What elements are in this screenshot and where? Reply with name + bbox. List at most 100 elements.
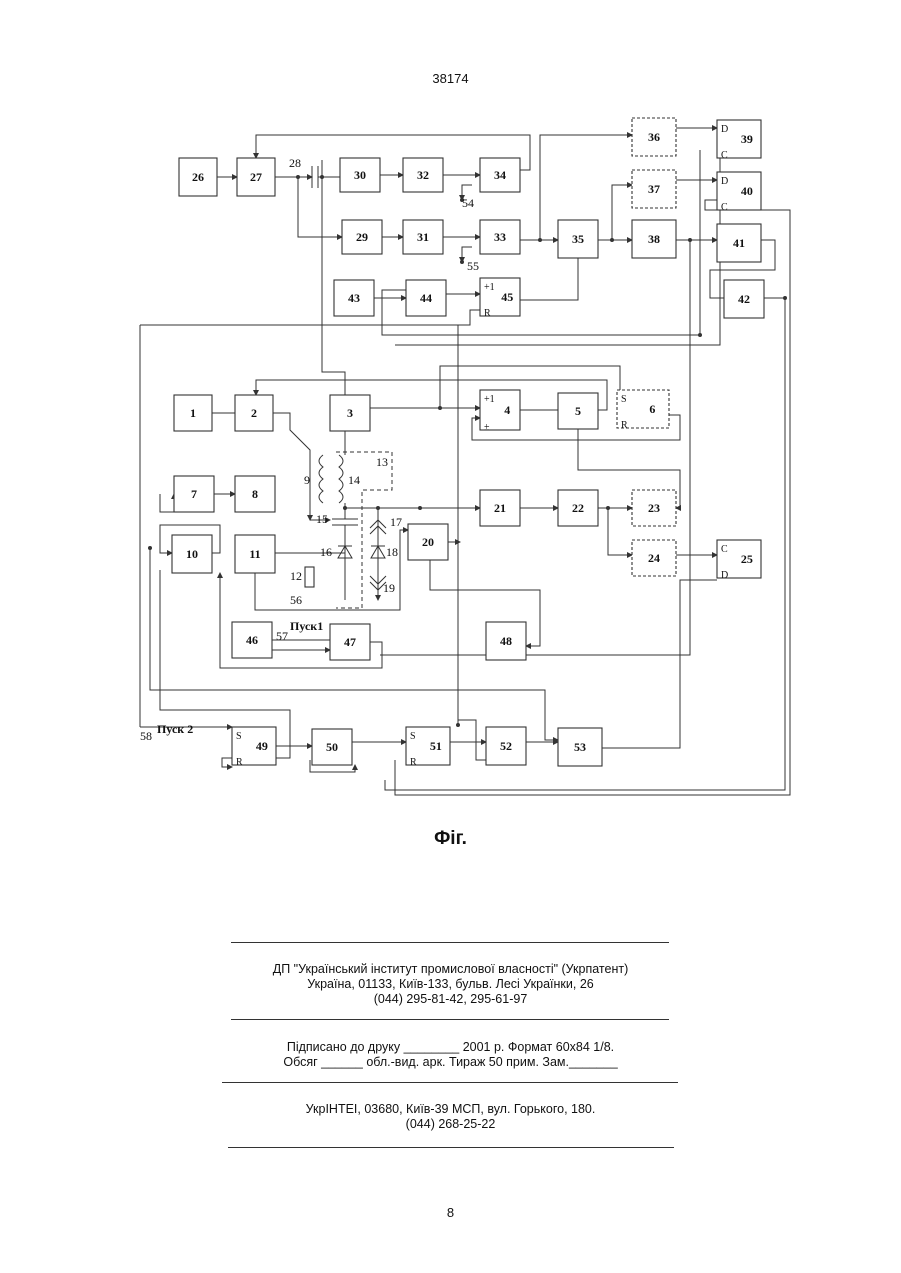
diagram-blocks bbox=[172, 118, 764, 766]
wire-20 bbox=[520, 258, 578, 300]
node-label-58: 58 bbox=[140, 729, 152, 743]
junction-5 bbox=[438, 406, 442, 410]
block-label-43: 43 bbox=[348, 291, 360, 305]
block-diagram: 26273032343639DC3740DC293133353841434445… bbox=[0, 0, 901, 820]
block-25-pin-0: C bbox=[721, 544, 728, 555]
node-label-18: 18 bbox=[386, 545, 398, 559]
block-label-26: 26 bbox=[192, 170, 204, 184]
publisher-line-1: ДП "Український інститут промислової вла… bbox=[0, 962, 901, 977]
block-label-30: 30 bbox=[354, 168, 366, 182]
block-6-pin-0: S bbox=[621, 394, 627, 405]
block-label-32: 32 bbox=[417, 168, 429, 182]
block-label-22: 22 bbox=[572, 501, 584, 515]
block-label-24: 24 bbox=[648, 551, 660, 565]
block-49-pin-0: S bbox=[236, 731, 242, 742]
footer-rule-3 bbox=[222, 1082, 678, 1083]
print-line-2: Обсяг ______ обл.-вид. арк. Тираж 50 при… bbox=[0, 1055, 901, 1070]
block-40-pin-0: D bbox=[721, 176, 728, 187]
block-label-8: 8 bbox=[252, 487, 258, 501]
junction-8 bbox=[418, 506, 422, 510]
launch2-label: Пуск 2 bbox=[157, 722, 193, 736]
node-label-16: 16 bbox=[320, 545, 332, 559]
node-label-14: 14 bbox=[348, 473, 360, 487]
block-4-pin-0: +1 bbox=[484, 394, 495, 405]
wire-46 bbox=[255, 530, 408, 610]
block-label-50: 50 bbox=[326, 740, 338, 754]
node-label-56: 56 bbox=[290, 593, 302, 607]
wire-31 bbox=[322, 160, 345, 395]
block-label-3: 3 bbox=[347, 406, 353, 420]
node-label-17: 17 bbox=[390, 515, 402, 529]
node-label-9: 9 bbox=[304, 473, 310, 487]
block-6-pin-1: R bbox=[621, 420, 628, 431]
page-number: 8 bbox=[0, 1205, 901, 1220]
junction-1 bbox=[320, 175, 324, 179]
block-label-2: 2 bbox=[251, 406, 257, 420]
block-45-pin-0: +1 bbox=[484, 282, 495, 293]
block-label-35: 35 bbox=[572, 232, 584, 246]
wire-6 bbox=[298, 177, 342, 237]
print-line-1: Підписано до друку ________ 2001 р. Форм… bbox=[0, 1040, 901, 1055]
block-label-6: 6 bbox=[649, 402, 655, 416]
printer-line-1: УкрІНТЕІ, 03680, Київ-39 МСП, вул. Горьк… bbox=[0, 1102, 901, 1117]
block-51-pin-0: S bbox=[410, 731, 416, 742]
block-label-38: 38 bbox=[648, 232, 660, 246]
block-4-pin-1: ± bbox=[484, 422, 490, 433]
node-label-13: 13 bbox=[376, 455, 388, 469]
junction-13 bbox=[783, 296, 787, 300]
block-label-25: 25 bbox=[741, 552, 753, 566]
block-40-pin-1: C bbox=[721, 202, 728, 213]
block-label-11: 11 bbox=[249, 547, 260, 561]
block-label-39: 39 bbox=[741, 132, 753, 146]
node-label-57: 57 bbox=[276, 629, 288, 643]
footer-rule-2 bbox=[231, 1019, 669, 1020]
junction-0 bbox=[296, 175, 300, 179]
block-label-47: 47 bbox=[344, 635, 356, 649]
block-label-31: 31 bbox=[417, 230, 429, 244]
figure-caption: Фіг. bbox=[0, 828, 901, 850]
node-label-12: 12 bbox=[290, 569, 302, 583]
block-label-34: 34 bbox=[494, 168, 506, 182]
wire-62 bbox=[458, 720, 486, 760]
junction-9 bbox=[606, 506, 610, 510]
block-label-20: 20 bbox=[422, 535, 434, 549]
footer-rule-4 bbox=[228, 1147, 674, 1148]
block-45-pin-1: R bbox=[484, 308, 491, 319]
junction-11 bbox=[698, 333, 702, 337]
junction-15 bbox=[460, 260, 464, 264]
block-39-pin-0: D bbox=[721, 124, 728, 135]
junction-12 bbox=[148, 546, 152, 550]
block-label-45: 45 bbox=[501, 290, 513, 304]
block-49-pin-1: R bbox=[236, 757, 243, 768]
block-label-4: 4 bbox=[504, 403, 510, 417]
wire-24 bbox=[273, 413, 310, 520]
footer-rule-1 bbox=[231, 942, 669, 943]
block-39-pin-1: C bbox=[721, 150, 728, 161]
block-label-21: 21 bbox=[494, 501, 506, 515]
block-label-49: 49 bbox=[256, 739, 268, 753]
junction-6 bbox=[343, 506, 347, 510]
block-label-52: 52 bbox=[500, 739, 512, 753]
block-label-37: 37 bbox=[648, 182, 660, 196]
block-label-41: 41 bbox=[733, 236, 745, 250]
block-label-27: 27 bbox=[250, 170, 262, 184]
block-label-48: 48 bbox=[500, 634, 512, 648]
block-label-53: 53 bbox=[574, 740, 586, 754]
publisher-line-3: (044) 295-81-42, 295-61-97 bbox=[0, 992, 901, 1007]
junction-10 bbox=[456, 723, 460, 727]
node-label-19: 19 bbox=[383, 581, 395, 595]
junction-3 bbox=[610, 238, 614, 242]
wire-58 bbox=[602, 580, 717, 748]
block-label-44: 44 bbox=[420, 291, 432, 305]
node-label-28: 28 bbox=[289, 156, 301, 170]
block-51-pin-1: R bbox=[410, 757, 417, 768]
publisher-line-2: Україна, 01133, Київ-133, бульв. Лесі Ук… bbox=[0, 977, 901, 992]
wire-27 bbox=[256, 380, 607, 410]
node-label-15: 15 bbox=[316, 512, 328, 526]
junction-4 bbox=[688, 238, 692, 242]
block-label-29: 29 bbox=[356, 230, 368, 244]
wire-14 bbox=[612, 185, 632, 240]
block-label-10: 10 bbox=[186, 547, 198, 561]
launch1-label: Пуск1 bbox=[290, 619, 323, 633]
node-label-54: 54 bbox=[462, 196, 474, 210]
